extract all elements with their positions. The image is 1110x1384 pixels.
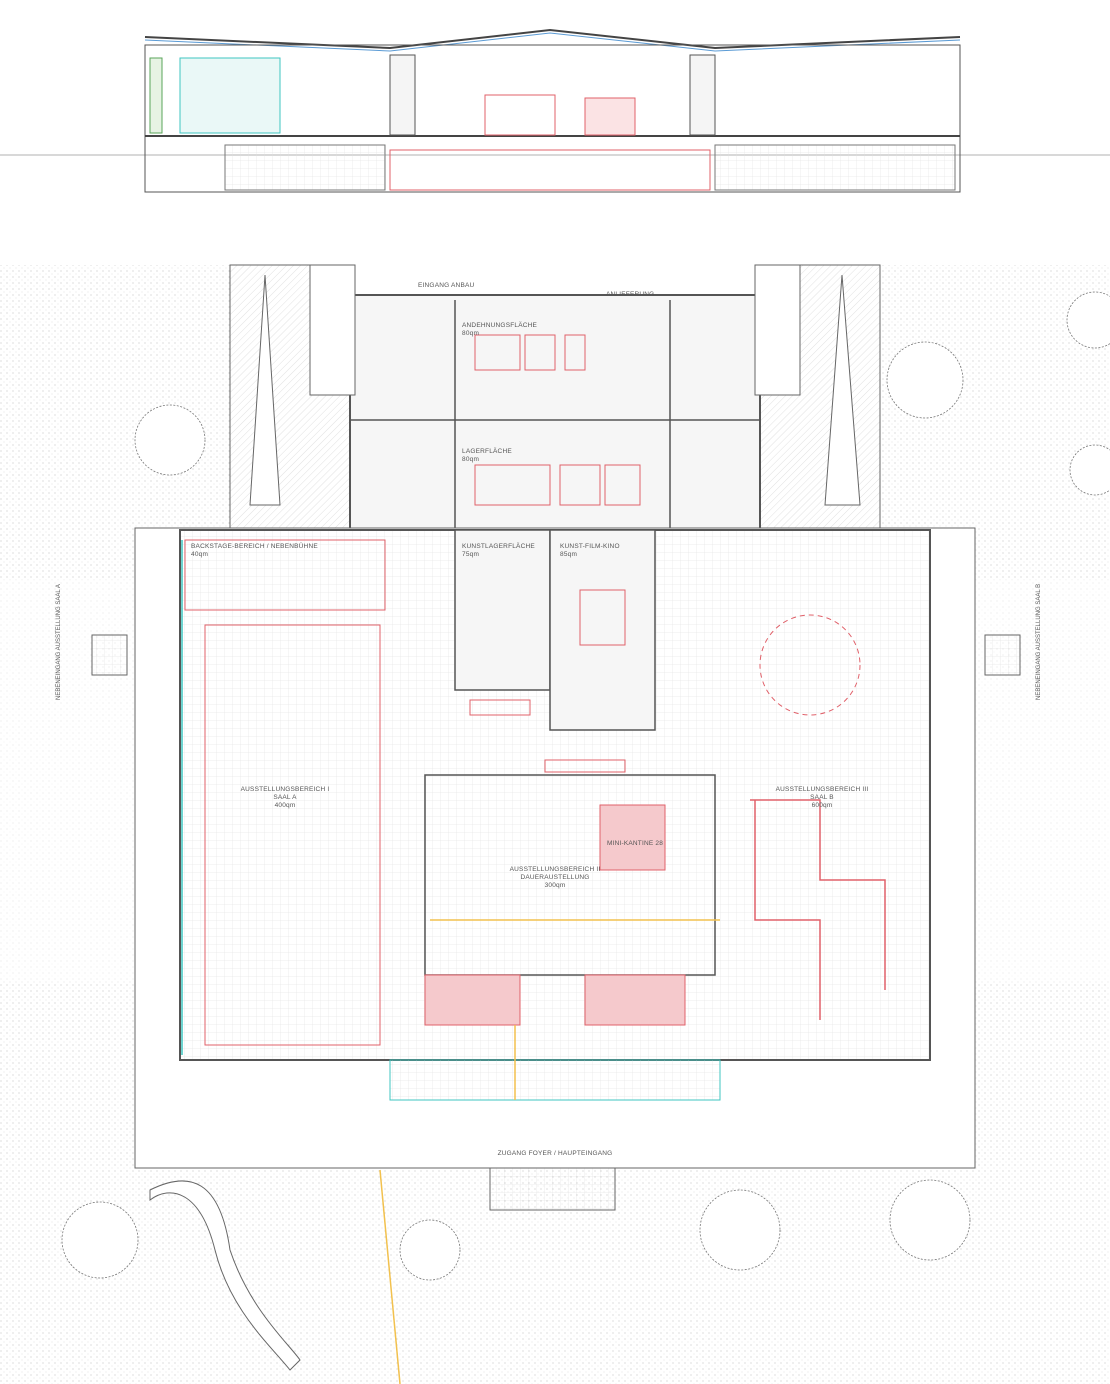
label-side-entrance-b: NEBENEINGANG AUSSTELLUNG SAAL B xyxy=(1036,583,1042,700)
room-area: 80qm xyxy=(462,456,480,463)
room-subtitle: SAAL B xyxy=(810,794,834,801)
floor-plan xyxy=(91,264,1021,1211)
room-area: 600qm xyxy=(811,802,833,809)
room-name: AUSSTELLUNGSBEREICH III xyxy=(775,786,869,793)
room-area: 300qm xyxy=(544,882,566,889)
label-side-entrance-a: NEBENEINGANG AUSSTELLUNG SAAL A xyxy=(56,584,62,700)
room-subtitle: SAAL A xyxy=(273,794,297,801)
room-subtitle: DAUERAUSTELLUNG xyxy=(520,874,590,881)
room-name: KUNST-FILM-KINO xyxy=(560,543,620,550)
label-entrance-annex: EINGANG ANBAU xyxy=(418,282,475,289)
room-area: 75qm xyxy=(462,551,480,558)
landscape xyxy=(0,265,1110,1384)
room-name: AUSSTELLUNGSBEREICH I xyxy=(240,786,330,793)
building-section xyxy=(0,28,1110,193)
room-area: 40qm xyxy=(191,551,209,558)
room-name: BACKSTAGE-BEREICH / NEBENBÜHNE xyxy=(191,543,318,550)
room-name: AUSSTELLUNGSBEREICH II xyxy=(509,866,601,873)
label-main-entrance: ZUGANG FOYER / HAUPTEINGANG xyxy=(497,1150,613,1157)
label-delivery: ANLIEFERUNG xyxy=(606,291,655,298)
room-area: 400qm xyxy=(274,802,296,809)
label-canteen: MINI-KANTINE 28 xyxy=(606,840,664,847)
room-area: 80qm xyxy=(462,330,480,337)
room-name: KUNSTLAGERFLÄCHE xyxy=(462,543,535,550)
room-name: ANDEHNUNGSFLÄCHE xyxy=(462,322,538,329)
room-area: 85qm xyxy=(560,551,578,558)
room-name: LAGERFLÄCHE xyxy=(462,448,512,455)
